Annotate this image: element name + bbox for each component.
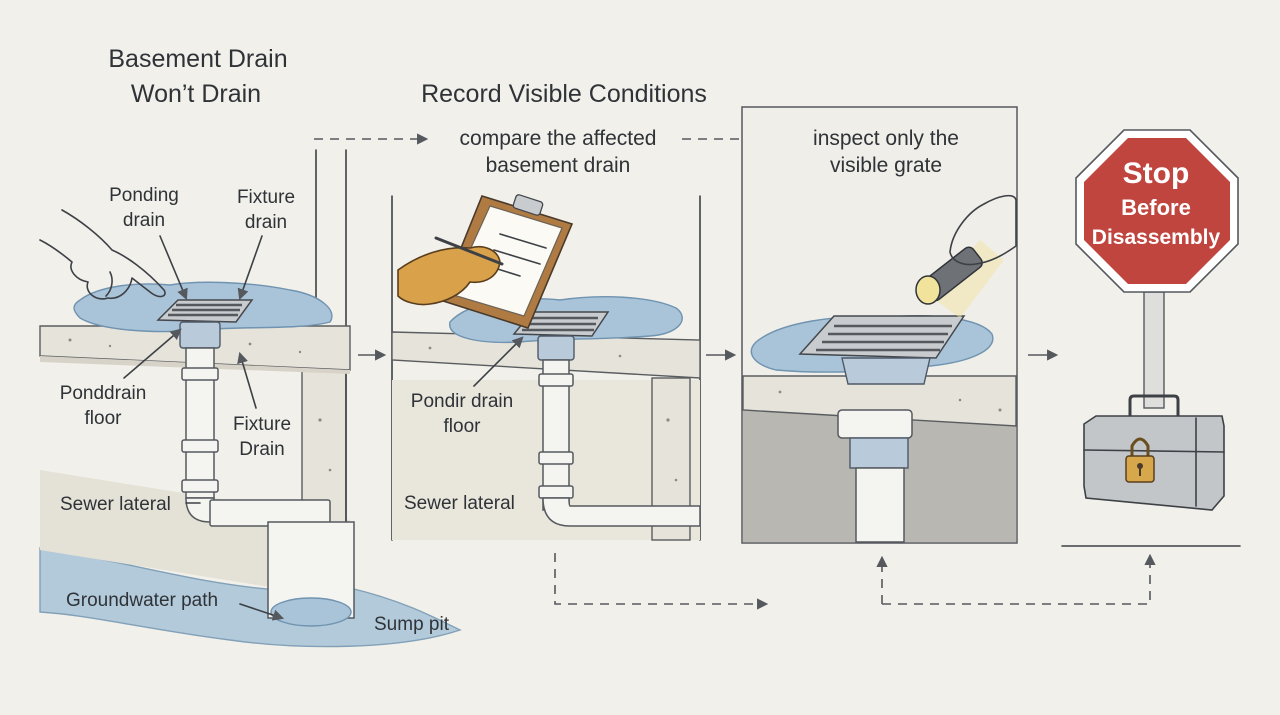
groundwater-water: [39, 547, 462, 648]
title-basement-drain-line1: Basement Drain: [108, 45, 287, 73]
pointing-hand-icon: [39, 209, 166, 300]
label-sump-pit: Sump pit: [374, 614, 450, 635]
caption-compare-line2: basement drain: [486, 154, 631, 177]
sign-text-disassembly: Disassembly: [1092, 226, 1221, 249]
label-ponddrain-floor-1: Ponddrain: [60, 383, 147, 404]
p1-leaders: [123, 235, 285, 621]
panel-basement-drain: Basement Drain Won’t Drain Ponding drain…: [39, 45, 462, 648]
label-groundwater-path: Groundwater path: [66, 590, 218, 611]
concrete-specks: [68, 338, 1002, 482]
stop-sign-icon: Stop Before Disassembly: [1075, 129, 1239, 293]
sign-text-before: Before: [1121, 195, 1191, 220]
grate-slots: [168, 303, 242, 317]
label-ponding-drain-2: drain: [123, 210, 165, 231]
toolbox-icon: [1083, 394, 1225, 511]
panel-inspect-grate: inspect only the visible grate: [741, 106, 1018, 544]
caption-inspect-line2: visible grate: [830, 154, 942, 177]
padlock-icon: [1125, 437, 1155, 483]
label-sewer-lateral-p2: Sewer lateral: [404, 493, 515, 514]
label-fixture-drain-low-2: Drain: [239, 439, 284, 460]
title-record-visible-conditions: Record Visible Conditions: [421, 80, 707, 108]
panel-stop-before-disassembly: Stop Before Disassembly: [1061, 129, 1241, 547]
caption-inspect-line1: inspect only the: [813, 127, 959, 150]
flashlight-beam: [930, 240, 1004, 318]
label-fixture-drain-top-2: drain: [245, 212, 287, 233]
title-basement-drain-line2: Won’t Drain: [131, 80, 261, 108]
label-fixture-drain-low-1: Fixture: [233, 414, 291, 435]
sign-post: [1143, 291, 1165, 409]
label-fixture-drain-top-1: Fixture: [237, 187, 295, 208]
caption-compare-line1: compare the affected: [460, 127, 657, 150]
sewer-lateral-pipe-p2: [542, 497, 701, 527]
drain-body: [179, 321, 221, 349]
flashlight-icon: [915, 246, 983, 305]
label-pondir-drain-floor-1: Pondir drain: [411, 391, 513, 412]
panel-record-conditions: Record Visible Conditions compare the af…: [391, 80, 707, 541]
clipboard-icon: [438, 194, 574, 329]
hand-holding-flashlight: [949, 194, 1017, 266]
label-ponddrain-floor-2: floor: [85, 408, 123, 429]
label-ponding-drain-1: Ponding: [109, 185, 179, 206]
gloved-hand-icon: [397, 236, 504, 306]
loop-arrow-up-p4: [882, 553, 1156, 605]
loop-arrow-p2-to-p3: [554, 553, 769, 610]
label-pondir-drain-floor-2: floor: [444, 416, 482, 437]
sign-text-stop: Stop: [1123, 157, 1190, 190]
label-sewer-lateral: Sewer lateral: [60, 494, 171, 515]
